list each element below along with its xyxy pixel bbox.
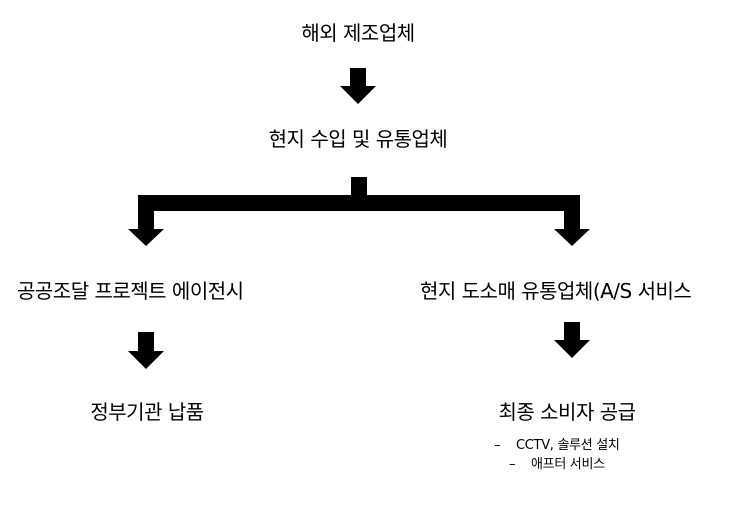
node-end-consumer: 최종 소비자 공급 xyxy=(498,400,636,424)
detail-item: –CCTV, 솔루션 설치 xyxy=(494,438,620,454)
branch-stem xyxy=(351,177,367,195)
arrow-down-1 xyxy=(340,68,376,104)
dash-marker: – xyxy=(494,438,501,453)
branch-left-arrowhead xyxy=(128,229,164,246)
detail-item: –애프터 서비스 xyxy=(509,457,605,473)
branch-right-arrowhead xyxy=(554,229,590,246)
detail-text: 애프터 서비스 xyxy=(531,457,605,472)
detail-text: CCTV, 솔루션 설치 xyxy=(516,438,620,453)
arrow-down-right xyxy=(554,322,590,358)
node-overseas-manufacturer: 해외 제조업체 xyxy=(301,21,415,45)
node-government-supply: 정부기관 납품 xyxy=(90,400,204,424)
node-local-retail: 현지 도소매 유통업체(A/S 서비스 xyxy=(420,279,692,303)
branch-left-stem xyxy=(138,211,154,229)
arrow-down-left xyxy=(128,332,164,369)
branch-bar xyxy=(138,195,580,211)
node-public-procurement-agency: 공공조달 프로젝트 에이전시 xyxy=(17,279,244,303)
dash-marker: – xyxy=(509,457,516,472)
node-local-importer: 현지 수입 및 유통업체 xyxy=(268,127,448,151)
branch-right-stem xyxy=(564,211,580,229)
